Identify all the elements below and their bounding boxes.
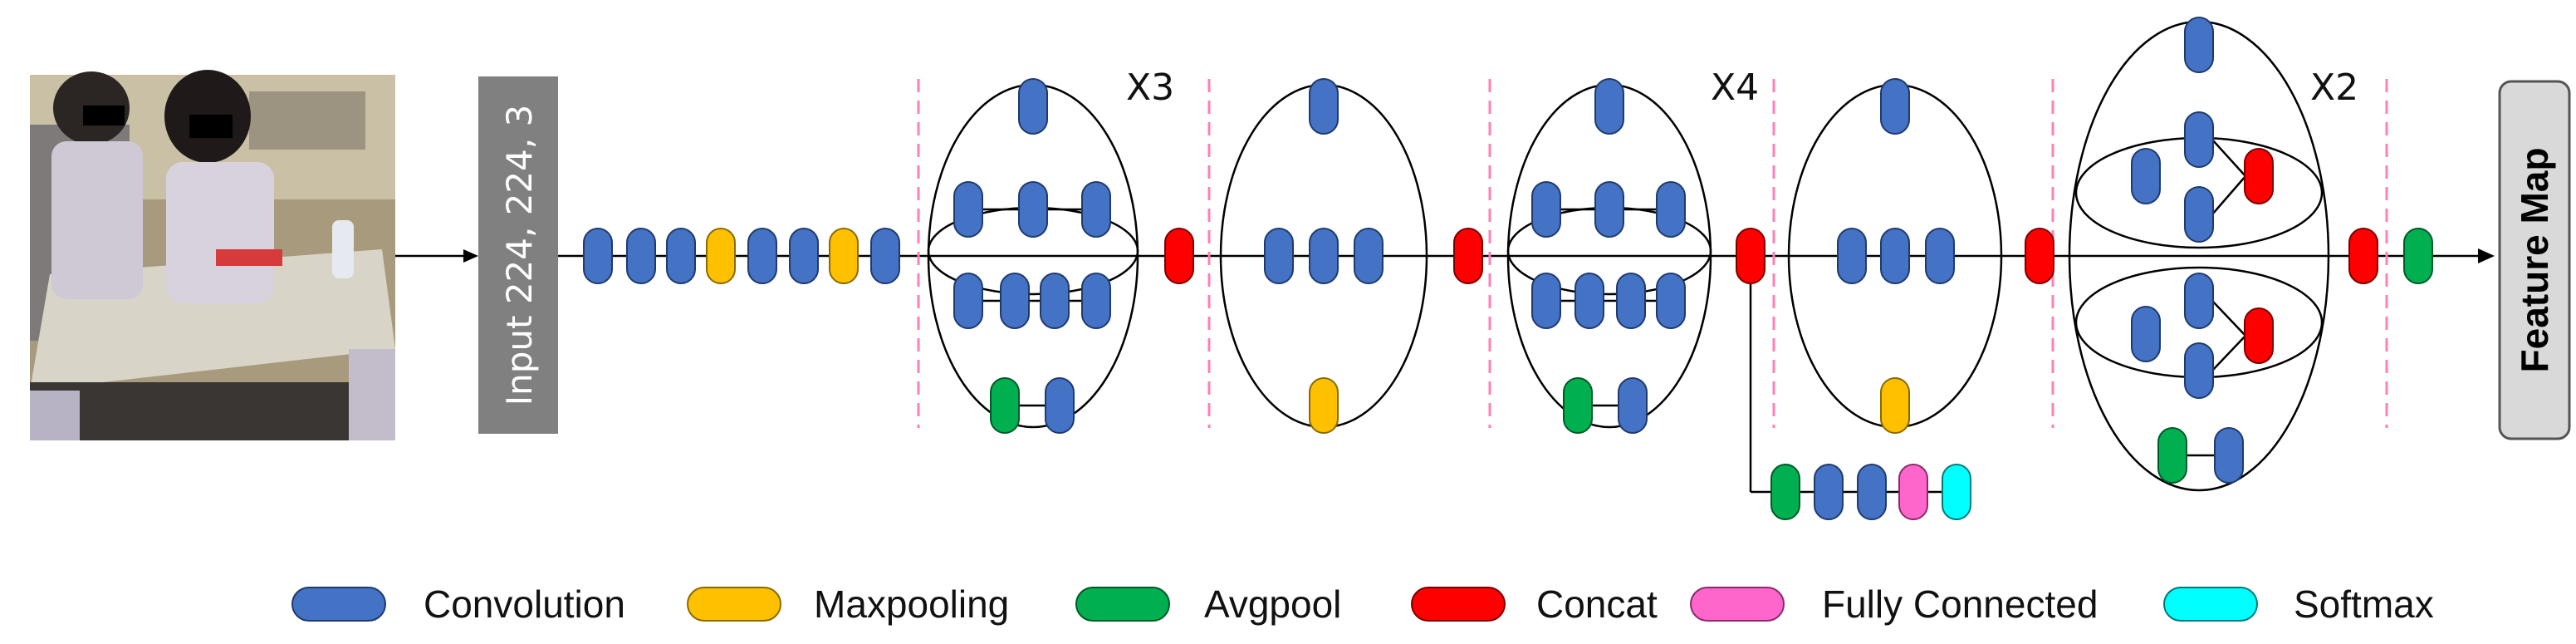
legend-item-convolution: Convolution xyxy=(291,583,625,626)
yellow-pill-icon xyxy=(1880,377,1910,434)
pink-pill-icon xyxy=(1690,587,1785,622)
blue-pill-icon xyxy=(2184,342,2214,399)
yellow-pill-icon xyxy=(829,228,859,284)
blue-pill-icon xyxy=(789,228,819,284)
blue-pill-icon xyxy=(1081,181,1111,238)
yellow-pill-icon xyxy=(706,228,736,284)
blue-pill-icon xyxy=(1880,78,1910,135)
yellow-pill-icon xyxy=(687,587,781,622)
blue-pill-icon xyxy=(2214,427,2244,484)
blue-pill-icon xyxy=(1574,273,1604,329)
layer-pills xyxy=(583,17,2433,520)
blue-pill-icon xyxy=(1018,78,1048,135)
green-pill-icon xyxy=(2157,427,2187,484)
red-pill-icon xyxy=(1736,228,1765,284)
legend-item-concat: Concat xyxy=(1411,583,1658,626)
red-pill-icon xyxy=(2348,228,2378,284)
legend-label-concat: Concat xyxy=(1536,583,1658,626)
blue-pill-icon xyxy=(1040,273,1070,329)
cyan-pill-icon xyxy=(2163,587,2258,622)
legend-label-maxpooling: Maxpooling xyxy=(814,583,1009,626)
blue-pill-icon xyxy=(1656,273,1686,329)
blue-pill-icon xyxy=(583,228,613,284)
blue-pill-icon xyxy=(2184,186,2214,243)
classroom-photo-icon xyxy=(30,70,395,440)
connector-line xyxy=(2211,300,2246,337)
blue-pill-icon xyxy=(1656,181,1686,238)
legend-item-fully-connected: Fully Connected xyxy=(1690,583,2098,626)
green-pill-icon xyxy=(1770,464,1800,520)
red-pill-icon xyxy=(2025,228,2054,284)
pink-pill-icon xyxy=(1898,464,1928,520)
legend-item-maxpooling: Maxpooling xyxy=(687,583,1009,626)
green-pill-icon xyxy=(2403,228,2433,284)
green-pill-icon xyxy=(990,377,1020,434)
legend-label-convolution: Convolution xyxy=(424,583,625,626)
blue-pill-icon xyxy=(1925,228,1955,284)
blue-pill-icon xyxy=(1045,377,1075,434)
connector-line xyxy=(2211,175,2246,215)
blue-pill-icon xyxy=(1616,273,1646,329)
blue-pill-icon xyxy=(953,273,983,329)
blue-pill-icon xyxy=(2184,273,2214,329)
blue-pill-icon xyxy=(953,181,983,238)
legend-label-softmax: Softmax xyxy=(2294,583,2434,626)
red-pill-icon xyxy=(2244,148,2274,204)
arrow-head-icon xyxy=(2478,248,2495,263)
feature-map-label: Feature Map xyxy=(2513,148,2556,373)
red-pill-icon xyxy=(1453,228,1483,284)
blue-pill-icon xyxy=(666,228,696,284)
blue-pill-icon xyxy=(2184,17,2214,73)
legend-item-avgpool: Avgpool xyxy=(1075,583,1341,626)
input-block: Input 224, 224, 3 xyxy=(478,76,558,434)
multiplier-x4: X4 xyxy=(1711,66,1759,109)
blue-pill-icon xyxy=(2184,111,2214,168)
blue-pill-icon xyxy=(1309,78,1339,135)
feature-map-block: Feature Map xyxy=(2498,80,2571,440)
connector-line xyxy=(2211,139,2246,177)
blue-pill-icon xyxy=(1814,464,1844,520)
blue-pill-icon xyxy=(1531,273,1561,329)
red-pill-icon xyxy=(2244,307,2274,364)
blue-pill-icon xyxy=(1000,273,1030,329)
connector-line xyxy=(2211,335,2246,371)
legend-label-avgpool: Avgpool xyxy=(1204,583,1341,626)
blue-pill-icon xyxy=(1857,464,1887,520)
arrow-head-icon xyxy=(463,249,478,263)
red-pill-icon xyxy=(1411,587,1506,622)
blue-pill-icon xyxy=(1081,273,1111,329)
repeat-multipliers: X3 X4 X2 xyxy=(1126,66,2358,109)
blue-pill-icon xyxy=(870,228,900,284)
blue-pill-icon xyxy=(1531,181,1561,238)
blue-pill-icon xyxy=(626,228,656,284)
multiplier-x2: X2 xyxy=(2310,66,2358,109)
input-label: Input 224, 224, 3 xyxy=(499,105,540,406)
blue-pill-icon xyxy=(1880,228,1910,284)
red-pill-icon xyxy=(1164,228,1194,284)
blue-pill-icon xyxy=(1594,78,1624,135)
cyan-pill-icon xyxy=(1942,464,1971,520)
blue-pill-icon xyxy=(1309,228,1339,284)
legend: Convolution Maxpooling Avgpool Concat Fu… xyxy=(291,583,2434,626)
blue-pill-icon xyxy=(1264,228,1294,284)
blue-pill-icon xyxy=(1618,377,1648,434)
blue-pill-icon xyxy=(747,228,777,284)
multiplier-x3: X3 xyxy=(1126,66,1174,109)
blue-pill-icon xyxy=(1018,181,1048,238)
yellow-pill-icon xyxy=(1309,377,1339,434)
green-pill-icon xyxy=(1563,377,1593,434)
blue-pill-icon xyxy=(1837,228,1867,284)
green-pill-icon xyxy=(1075,587,1170,622)
legend-label-fully-connected: Fully Connected xyxy=(1822,583,2098,626)
blue-pill-icon xyxy=(1594,181,1624,238)
blue-pill-icon xyxy=(291,587,386,622)
blue-pill-icon xyxy=(1354,228,1383,284)
blue-pill-icon xyxy=(2131,306,2161,362)
blue-pill-icon xyxy=(2131,148,2161,204)
legend-item-softmax: Softmax xyxy=(2163,583,2434,626)
